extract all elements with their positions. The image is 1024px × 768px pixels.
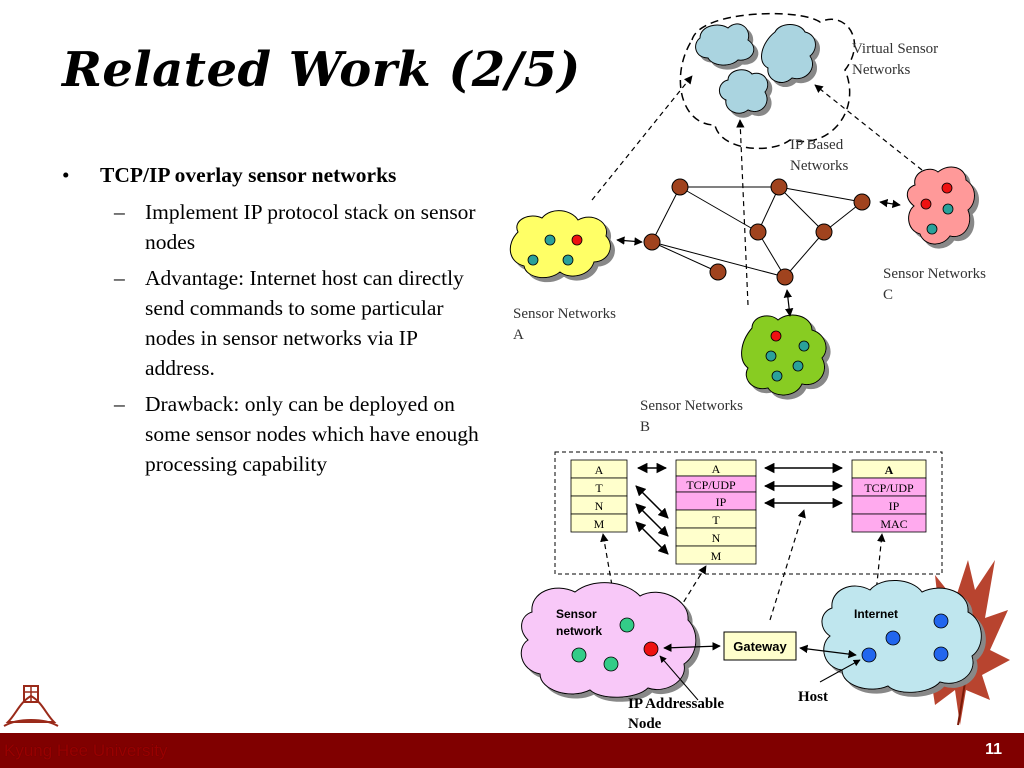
- sensor-network-cloud: Sensor network: [520, 582, 697, 698]
- router-node: [815, 223, 833, 241]
- bullet-main: • TCP/IP overlay sensor networks: [62, 160, 492, 190]
- stack-layer-label: IP: [889, 499, 900, 513]
- stack-layer-label: MAC: [880, 517, 907, 531]
- stack-arrows: [635, 462, 844, 555]
- footer-university: Kyung Hee University: [4, 741, 168, 760]
- sensor-networks-c-label: Sensor Networks: [883, 266, 986, 282]
- ip-addressable-node-label: IP Addressable: [628, 696, 724, 712]
- router-node: [776, 268, 794, 286]
- sensor-protocol-stack: A T N M: [570, 459, 628, 533]
- sub-bullet: – Advantage: Internet host can directly …: [62, 263, 492, 383]
- stack-layer-label: T: [712, 513, 720, 527]
- stack-layer-label: M: [594, 517, 605, 531]
- ip-based-networks-label: IP Based: [790, 137, 844, 153]
- gateway-box: Gateway: [723, 631, 797, 661]
- router-node: [853, 193, 871, 211]
- sensor-network-a: [509, 210, 611, 279]
- router-node: [671, 178, 689, 196]
- stack-mapping-lines: [600, 509, 886, 641]
- sub-bullet-dash: –: [114, 266, 125, 290]
- bullet-dot: •: [62, 163, 70, 187]
- page-number: 11: [985, 741, 1002, 758]
- stack-layer-label: N: [595, 499, 604, 513]
- stack-layer-label: IP: [716, 495, 727, 509]
- sub-bullet-text: Drawback: only can be deployed on some s…: [145, 392, 479, 476]
- stack-layer-label: M: [711, 549, 722, 563]
- ip-addressable-node-label: Node: [628, 716, 662, 732]
- stack-layer-label: A: [712, 462, 721, 476]
- sensor-network-label: Sensor: [556, 607, 597, 621]
- footer-bar: Kyung Hee University 11: [0, 733, 1024, 768]
- sensor-network-label: network: [556, 624, 602, 638]
- router-nodes: [643, 178, 871, 286]
- stack-layer-label: A: [885, 463, 894, 477]
- router-node: [643, 233, 661, 251]
- sub-bullet: – Implement IP protocol stack on sensor …: [62, 197, 492, 257]
- sub-bullet-text: Advantage: Internet host can directly se…: [145, 266, 464, 380]
- sensor-networks-a-label: A: [513, 327, 524, 343]
- sensor-networks-c-label: C: [883, 287, 893, 303]
- internet-label: Internet: [854, 607, 898, 621]
- bullet-main-text: TCP/IP overlay sensor networks: [100, 163, 397, 187]
- protocol-stack-frame: [554, 451, 943, 575]
- host-protocol-stack: A TCP/UDP IP MAC: [851, 459, 927, 533]
- router-node: [709, 263, 727, 281]
- sensor-network-b: [741, 314, 827, 396]
- virtual-sensor-networks-label: Networks: [852, 62, 910, 78]
- host-label: Host: [798, 689, 828, 705]
- stack-layer-label: N: [712, 531, 721, 545]
- gateway-protocol-stack: A TCP/UDP IP T N M: [675, 459, 757, 565]
- bullet-list: • TCP/IP overlay sensor networks – Imple…: [62, 160, 492, 485]
- sub-bullet-dash: –: [114, 200, 125, 224]
- stack-layer-label: TCP/UDP: [686, 478, 736, 492]
- stack-layer-label: A: [595, 463, 604, 477]
- sensor-networks-a-label: Sensor Networks: [513, 306, 616, 322]
- sub-bullet-dash: –: [114, 392, 125, 416]
- sensor-networks-b-label: Sensor Networks: [640, 398, 743, 414]
- stack-layer-label: T: [595, 481, 603, 495]
- university-logo-icon: [3, 685, 59, 727]
- sub-bullet: – Drawback: only can be deployed on some…: [62, 389, 492, 479]
- ip-based-networks-label: Networks: [790, 158, 848, 174]
- internet-cloud: Internet: [821, 579, 982, 693]
- virtual-sensor-networks-label: Virtual Sensor: [852, 41, 938, 57]
- sensor-network-c: [906, 166, 975, 245]
- gateway-label: Gateway: [733, 639, 787, 654]
- stack-layer-label: TCP/UDP: [864, 481, 914, 495]
- sub-bullet-text: Implement IP protocol stack on sensor no…: [145, 200, 476, 254]
- sensor-networks-b-label: B: [640, 419, 650, 435]
- router-node: [749, 223, 767, 241]
- router-node: [770, 178, 788, 196]
- slide-title: Related Work (2/5): [62, 42, 581, 98]
- virtual-mapping-lines: [591, 75, 923, 306]
- virtual-sensor-networks: [679, 12, 856, 150]
